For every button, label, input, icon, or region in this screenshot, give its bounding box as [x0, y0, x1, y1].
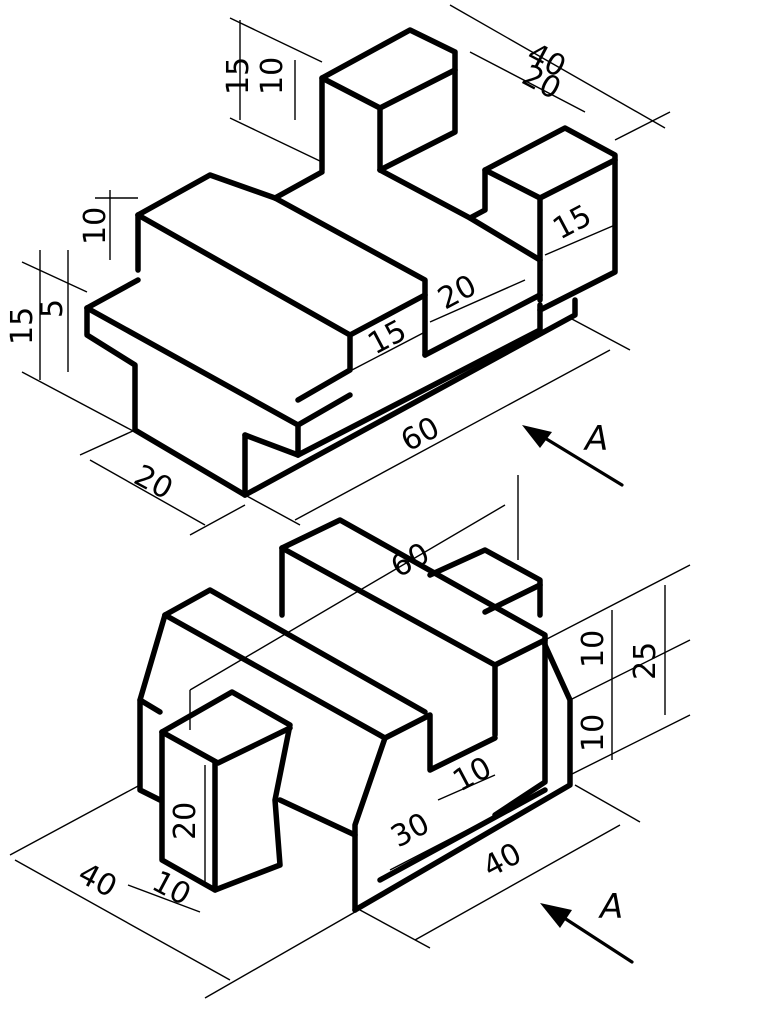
- view-label-a: A: [598, 887, 623, 927]
- dim-20-left: 20: [168, 802, 203, 840]
- dim-20-bottom: 20: [128, 458, 178, 507]
- dim-10-left-top: 10: [255, 57, 290, 95]
- figure-1: 15 10 40 20 10 15 20 15 15 5 60 20 A: [5, 4, 671, 536]
- dim-10-right-low: 10: [576, 714, 611, 752]
- figure-2-view-arrow: A: [540, 887, 634, 964]
- dim-20-center: 20: [432, 268, 482, 317]
- dim-15-left-low: 15: [5, 307, 40, 345]
- dim-40-bottom: 40: [477, 836, 527, 885]
- view-arrow-head: [540, 903, 572, 928]
- view-label-a: A: [583, 419, 608, 459]
- figure-1-dimension-labels: 15 10 40 20 10 15 20 15 15 5 60 20: [5, 36, 597, 507]
- dim-25-right: 25: [628, 642, 663, 680]
- dim-40-left: 40: [72, 856, 122, 905]
- figure-2-dimension-lines: [9, 475, 691, 999]
- dim-15-right: 15: [547, 198, 597, 247]
- dim-15-left-top: 15: [221, 57, 256, 95]
- dim-60-bottom: 60: [395, 410, 445, 459]
- dim-10-left: 10: [146, 864, 196, 913]
- dim-60-top: 60: [385, 536, 435, 585]
- figure-1-dimension-lines: [21, 4, 671, 536]
- view-arrow-head: [522, 425, 552, 448]
- dim-10-mid: 10: [78, 207, 113, 245]
- figure-1-view-arrow: A: [522, 419, 624, 487]
- dim-30-center: 30: [385, 806, 435, 855]
- view-direction-arrow: [533, 430, 624, 487]
- dim-15-step: 15: [362, 313, 412, 362]
- dim-10-right: 10: [576, 630, 611, 668]
- view-direction-arrow: [553, 910, 634, 964]
- figure-2: 60 10 25 10 10 30 20 40 10 40 A: [9, 475, 691, 999]
- dim-5-left-low: 5: [35, 299, 70, 318]
- figure-2-part-outline: [137, 517, 573, 913]
- figure-1-part-outline: [84, 27, 618, 498]
